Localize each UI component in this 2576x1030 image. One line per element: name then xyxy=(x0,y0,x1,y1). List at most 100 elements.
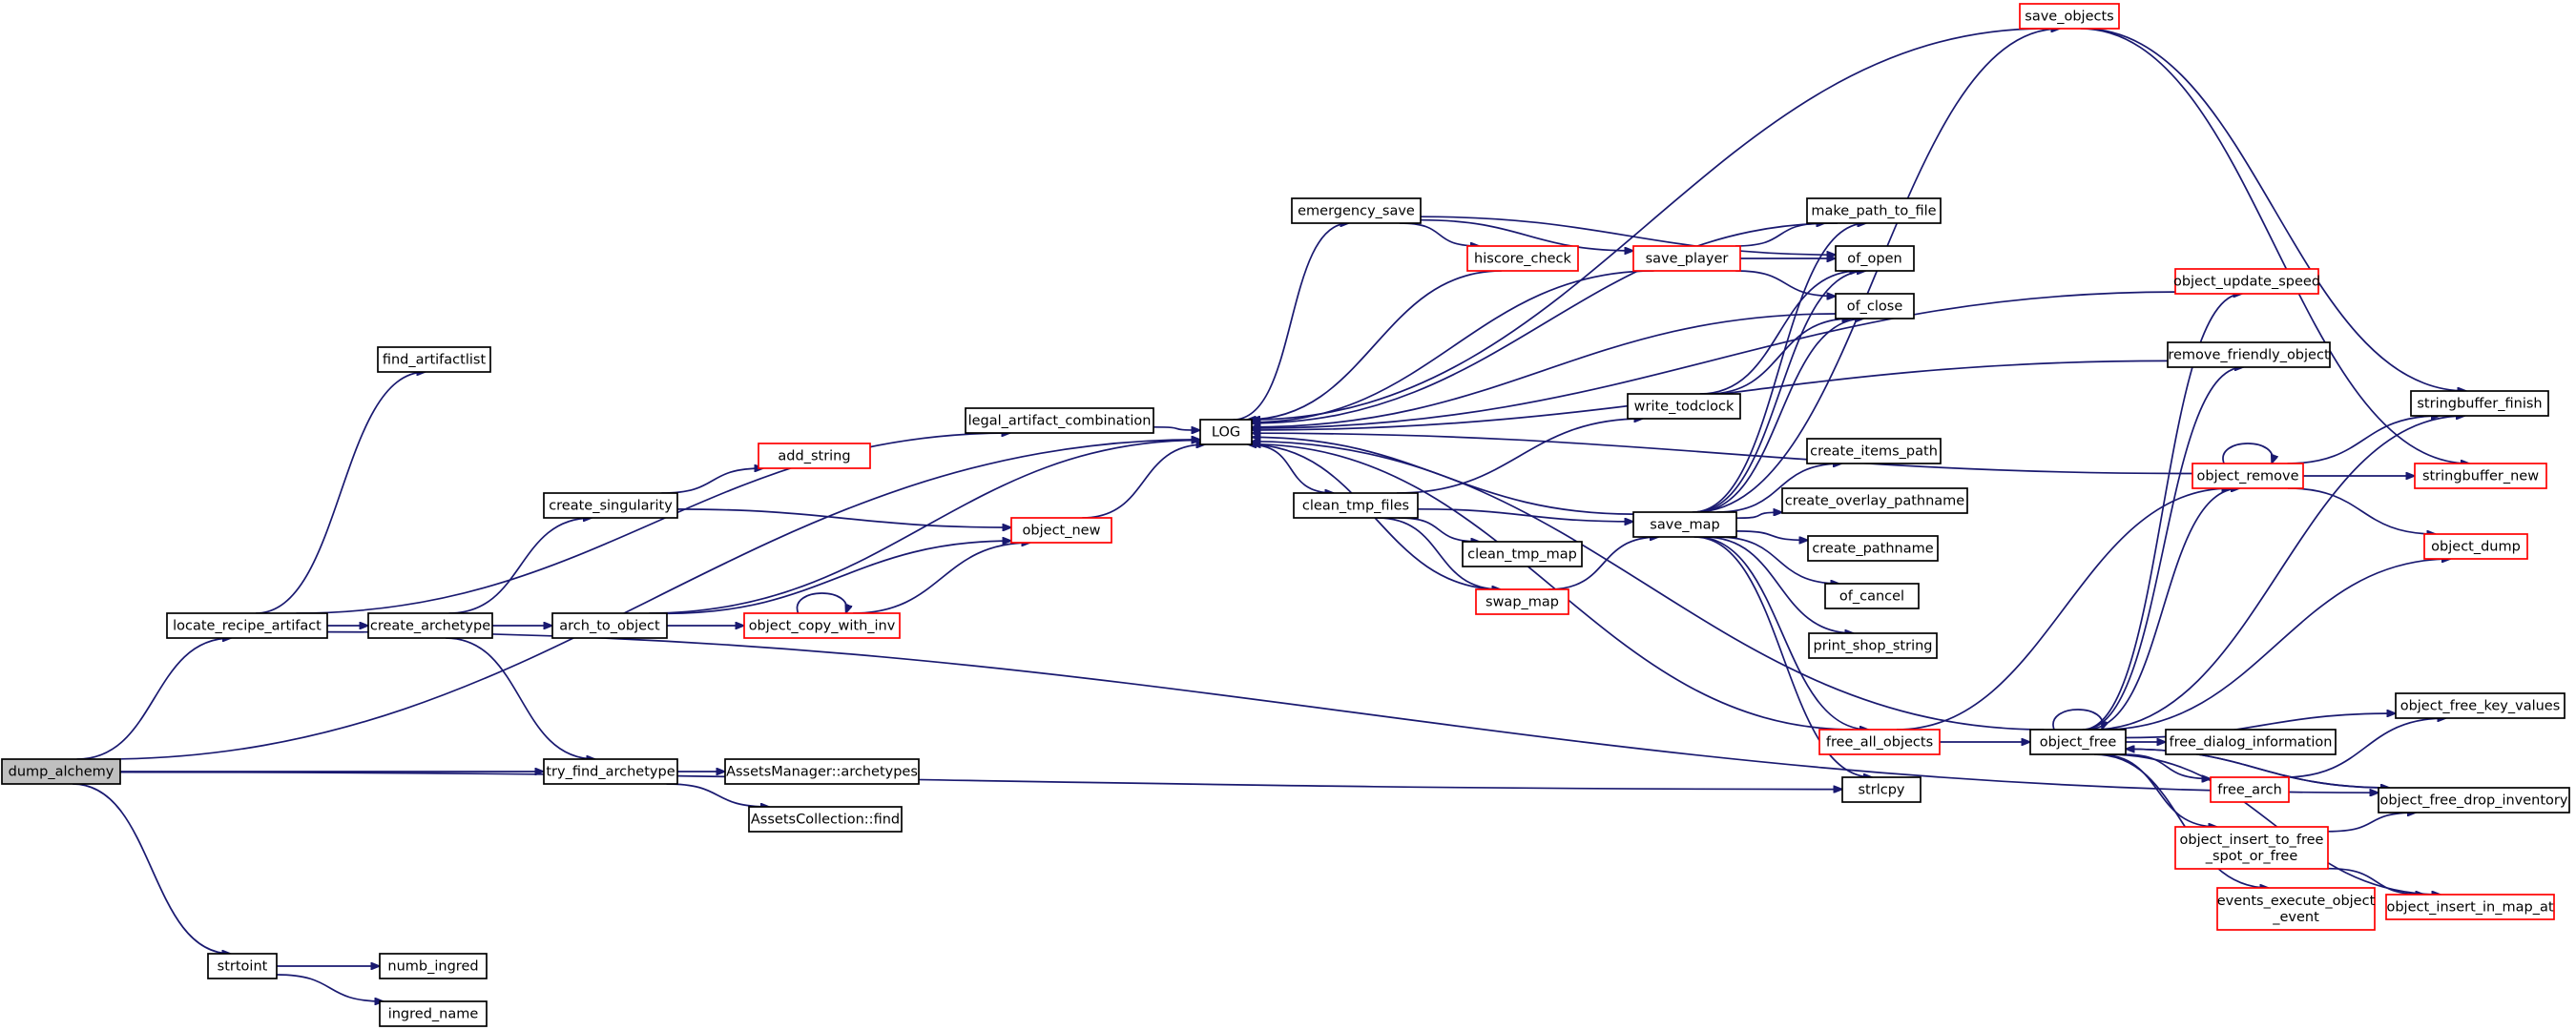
node-object_remove[interactable]: object_remove xyxy=(2192,463,2304,489)
node-AssetsCollection_find[interactable]: AssetsCollection::find xyxy=(748,806,903,833)
edge-object_free-to-object_insert_in_map_at xyxy=(2107,753,2441,895)
edge-save_map-to-create_overlay_pathname xyxy=(1735,512,1782,520)
node-strtoint[interactable]: strtoint xyxy=(207,953,278,979)
node-box xyxy=(2192,463,2304,489)
edge-object_free-to-stringbuffer_finish xyxy=(2092,416,2464,731)
node-save_map[interactable]: save_map xyxy=(1632,511,1737,538)
node-box xyxy=(1466,245,1579,272)
node-add_string[interactable]: add_string xyxy=(758,443,871,469)
node-create_overlay_pathname[interactable]: create_overlay_pathname xyxy=(1781,487,1968,514)
node-swap_map[interactable]: swap_map xyxy=(1475,588,1569,615)
node-label: swap_map xyxy=(1485,595,1559,610)
node-object_update_speed[interactable]: object_update_speed xyxy=(2173,268,2320,295)
edge-try_find_archetype-to-AssetsCollection_find xyxy=(666,783,770,807)
node-remove_friendly_object[interactable]: remove_friendly_object xyxy=(2167,341,2331,368)
node-events_execute_object_event[interactable]: events_execute_object_event xyxy=(2216,887,2376,931)
node-object_insert_in_map_at[interactable]: object_insert_in_map_at xyxy=(2385,894,2555,920)
node-label: print_shop_string xyxy=(1813,639,1932,654)
edge-create_archetype-to-create_singularity xyxy=(448,518,592,614)
node-AssetsManager_archetypes[interactable]: AssetsManager::archetypes xyxy=(724,758,920,785)
edge-object_remove-to-object_remove xyxy=(2222,443,2273,464)
node-box xyxy=(2029,729,2127,755)
node-box xyxy=(2174,826,2329,870)
node-box xyxy=(1806,197,1942,224)
node-label: hiscore_check xyxy=(1474,252,1571,267)
node-object_new[interactable]: object_new xyxy=(1010,517,1112,544)
node-clean_tmp_files[interactable]: clean_tmp_files xyxy=(1293,492,1419,519)
node-stringbuffer_finish[interactable]: stringbuffer_finish xyxy=(2410,390,2549,417)
node-free_dialog_information[interactable]: free_dialog_information xyxy=(2165,729,2337,755)
node-free_all_objects[interactable]: free_all_objects xyxy=(1818,729,1941,755)
edge-clean_tmp_files-to-clean_tmp_map xyxy=(1398,517,1481,542)
node-strlcpy[interactable]: strlcpy xyxy=(1841,776,1922,803)
node-create_singularity[interactable]: create_singularity xyxy=(543,492,678,519)
edge-object_insert_to_free_spot_or_free-to-object_insert_in_map_at xyxy=(2327,867,2424,895)
node-of_open[interactable]: of_open xyxy=(1835,245,1915,272)
node-hiscore_check[interactable]: hiscore_check xyxy=(1466,245,1579,272)
node-clean_tmp_map[interactable]: clean_tmp_map xyxy=(1462,541,1583,567)
edge-dump_alchemy-to-strlcpy xyxy=(119,771,1842,790)
edge-save_player-to-of_close xyxy=(1735,270,1836,297)
node-box xyxy=(2378,787,2570,814)
node-numb_ingred[interactable]: numb_ingred xyxy=(379,953,488,979)
node-box xyxy=(1841,776,1922,803)
node-label: dump_alchemy xyxy=(9,765,114,780)
node-label: locate_recipe_artifact xyxy=(173,619,322,634)
node-find_artifactlist[interactable]: find_artifactlist xyxy=(377,346,491,373)
edge-of_close-to-LOG xyxy=(1252,313,1837,427)
node-locate_recipe_artifact[interactable]: locate_recipe_artifact xyxy=(166,612,328,639)
node-box xyxy=(1806,438,1942,464)
edge-object_free-to-object_insert_to_free_spot_or_free xyxy=(2098,753,2217,827)
node-arch_to_object[interactable]: arch_to_object xyxy=(551,612,668,639)
edge-save_map-to-create_items_path xyxy=(1716,464,1841,513)
edge-object_free-to-remove_friendly_object xyxy=(2083,367,2244,731)
node-object_insert_to_free_spot_or_free[interactable]: object_insert_to_free_spot_or_free xyxy=(2174,826,2329,870)
node-label: object_update_speed xyxy=(2173,275,2320,290)
node-legal_artifact_combination[interactable]: legal_artifact_combination xyxy=(965,407,1154,434)
node-stringbuffer_new[interactable]: stringbuffer_new xyxy=(2414,463,2547,489)
node-try_find_archetype[interactable]: try_find_archetype xyxy=(543,758,678,785)
node-box xyxy=(551,612,668,639)
node-save_objects[interactable]: save_objects xyxy=(2019,3,2120,30)
node-box xyxy=(1293,492,1419,519)
node-box xyxy=(743,612,901,639)
node-box xyxy=(1199,419,1253,445)
edge-save_map-to-print_shop_string xyxy=(1704,536,1854,633)
edge-LOG-to-clean_tmp_files xyxy=(1247,443,1334,493)
edge-arch_to_object-to-object_new xyxy=(666,541,1011,615)
node-box xyxy=(207,953,278,979)
node-label: object_insert_in_map_at xyxy=(2386,900,2553,916)
node-save_player[interactable]: save_player xyxy=(1632,245,1741,272)
node-object_free_drop_inventory[interactable]: object_free_drop_inventory xyxy=(2378,787,2570,814)
node-box xyxy=(2395,692,2566,719)
node-label: create_singularity xyxy=(549,499,673,514)
edge-swap_map-to-save_map xyxy=(1548,537,1659,590)
node-object_copy_with_inv[interactable]: object_copy_with_inv xyxy=(743,612,901,639)
edge-save_map-to-create_pathname xyxy=(1735,530,1808,541)
node-print_shop_string[interactable]: print_shop_string xyxy=(1808,632,1938,659)
node-label: clean_tmp_map xyxy=(1467,547,1577,563)
node-object_free_key_values[interactable]: object_free_key_values xyxy=(2395,692,2566,719)
node-dump_alchemy[interactable]: dump_alchemy xyxy=(1,758,121,785)
node-label: _event xyxy=(2272,910,2319,925)
node-create_archetype[interactable]: create_archetype xyxy=(367,612,493,639)
node-ingred_name[interactable]: ingred_name xyxy=(379,1000,488,1027)
node-label: strtoint xyxy=(218,959,268,975)
node-LOG[interactable]: LOG xyxy=(1199,419,1253,445)
node-object_dump[interactable]: object_dump xyxy=(2423,533,2528,560)
node-write_todclock[interactable]: write_todclock xyxy=(1627,393,1741,420)
node-make_path_to_file[interactable]: make_path_to_file xyxy=(1806,197,1942,224)
node-of_close[interactable]: of_close xyxy=(1835,293,1915,319)
edge-object_free-to-free_arch xyxy=(2122,753,2211,779)
edge-dump_alchemy-to-locate_recipe_artifact xyxy=(76,638,232,760)
node-free_arch[interactable]: free_arch xyxy=(2210,776,2290,803)
node-of_cancel[interactable]: of_cancel xyxy=(1824,583,1920,609)
node-create_pathname[interactable]: create_pathname xyxy=(1807,535,1939,562)
node-emergency_save[interactable]: emergency_save xyxy=(1291,197,1422,224)
node-box xyxy=(2423,533,2528,560)
node-object_free[interactable]: object_free xyxy=(2029,729,2127,755)
edge-object_free-to-LOG xyxy=(1252,442,2045,731)
node-create_items_path[interactable]: create_items_path xyxy=(1806,438,1942,464)
edge-make_path_to_file-to-LOG xyxy=(1252,222,1839,423)
